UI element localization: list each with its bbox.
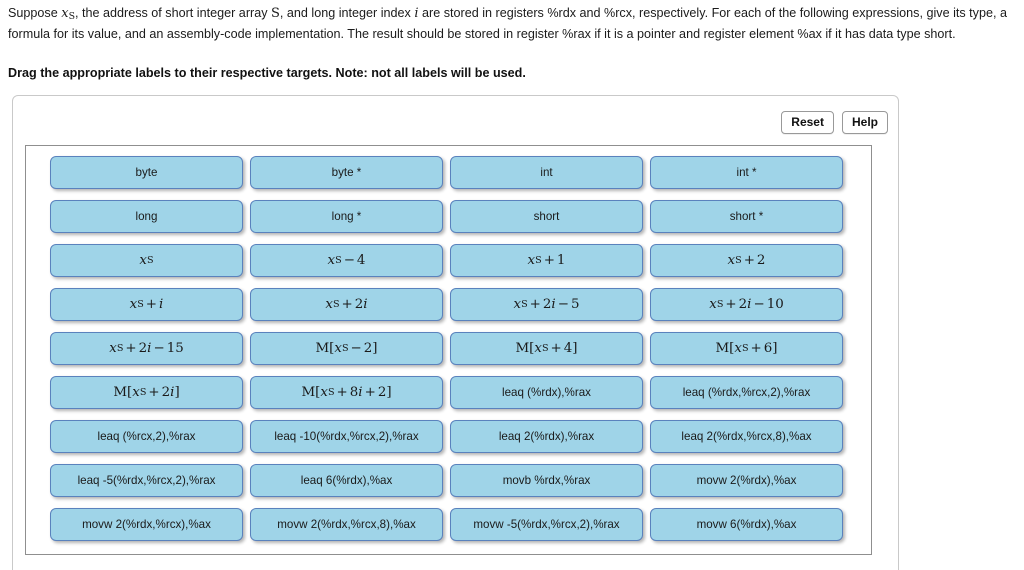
label-tile[interactable]: byte <box>50 156 243 189</box>
math-x-sub-s: xS <box>61 6 75 23</box>
label-tile[interactable]: long * <box>250 200 443 233</box>
label-tile[interactable]: leaq 2(%rdx,%rcx,8),%ax <box>650 420 843 453</box>
math-array-s: S <box>271 6 280 21</box>
label-tile[interactable]: short * <box>650 200 843 233</box>
label-tile[interactable]: movw -5(%rdx,%rcx,2),%rax <box>450 508 643 541</box>
label-tile[interactable]: leaq (%rdx),%rax <box>450 376 643 409</box>
label-tile[interactable]: leaq (%rdx,%rcx,2),%rax <box>650 376 843 409</box>
label-tile[interactable]: movw 2(%rdx,%rcx,8),%ax <box>250 508 443 541</box>
math-index-i: i <box>414 6 419 21</box>
label-tile[interactable]: leaq 2(%rdx),%rax <box>450 420 643 453</box>
label-tile[interactable]: leaq (%rcx,2),%rax <box>50 420 243 453</box>
label-tile[interactable]: int <box>450 156 643 189</box>
label-tile[interactable]: short <box>450 200 643 233</box>
toolbar: Reset Help <box>781 111 888 134</box>
label-tile[interactable]: leaq 6(%rdx),%ax <box>250 464 443 497</box>
label-tile[interactable]: byte * <box>250 156 443 189</box>
label-tile[interactable]: long <box>50 200 243 233</box>
label-tile[interactable]: int * <box>650 156 843 189</box>
label-tile[interactable]: movw 6(%rdx),%ax <box>650 508 843 541</box>
reset-button[interactable]: Reset <box>781 111 834 134</box>
label-tile[interactable]: movw 2(%rdx,%rcx),%ax <box>50 508 243 541</box>
label-tile[interactable]: movw 2(%rdx),%ax <box>650 464 843 497</box>
drag-instruction: Drag the appropriate labels to their res… <box>8 66 526 80</box>
label-tile[interactable]: leaq -10(%rdx,%rcx,2),%rax <box>250 420 443 453</box>
label-tile[interactable]: movb %rdx,%rax <box>450 464 643 497</box>
help-button[interactable]: Help <box>841 111 888 134</box>
label-tile[interactable]: leaq -5(%rdx,%rcx,2),%rax <box>50 464 243 497</box>
problem-statement: Suppose xS, the address of short integer… <box>8 6 1007 41</box>
